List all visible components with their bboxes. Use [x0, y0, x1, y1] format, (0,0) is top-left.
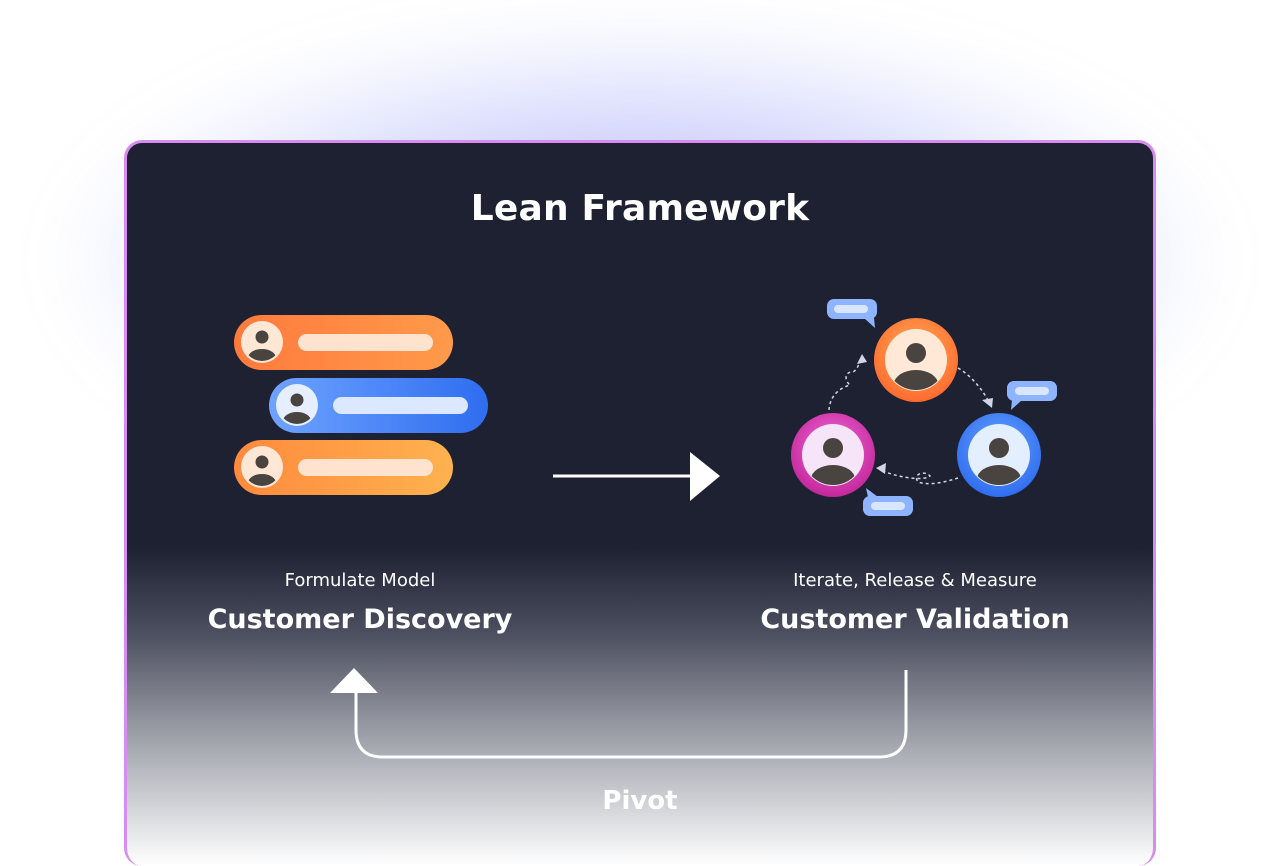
- avatar-orange: [874, 318, 958, 402]
- discovery-illustration: [234, 315, 488, 495]
- speech-bubble-bottom: [863, 488, 913, 516]
- validation-subtitle: Iterate, Release & Measure: [793, 570, 1037, 591]
- user-pill-3: [234, 440, 453, 495]
- user-pill-2: [269, 378, 488, 433]
- pivot-label: Pivot: [602, 786, 678, 816]
- avatar-blue: [957, 413, 1041, 497]
- validation-heading: Customer Validation: [760, 604, 1070, 635]
- user-pill-1: [234, 315, 453, 370]
- discovery-heading: Customer Discovery: [207, 604, 513, 635]
- avatar-pink: [791, 413, 875, 497]
- speech-bubble-top: [827, 299, 877, 328]
- diagram-title: Lean Framework: [470, 188, 810, 229]
- validation-illustration: [791, 299, 1057, 516]
- speech-bubble-right: [1007, 381, 1057, 410]
- framework-card: [124, 140, 1156, 866]
- discovery-subtitle: Formulate Model: [284, 570, 436, 591]
- pivot-arrow: [330, 668, 908, 759]
- forward-arrow: [553, 452, 720, 501]
